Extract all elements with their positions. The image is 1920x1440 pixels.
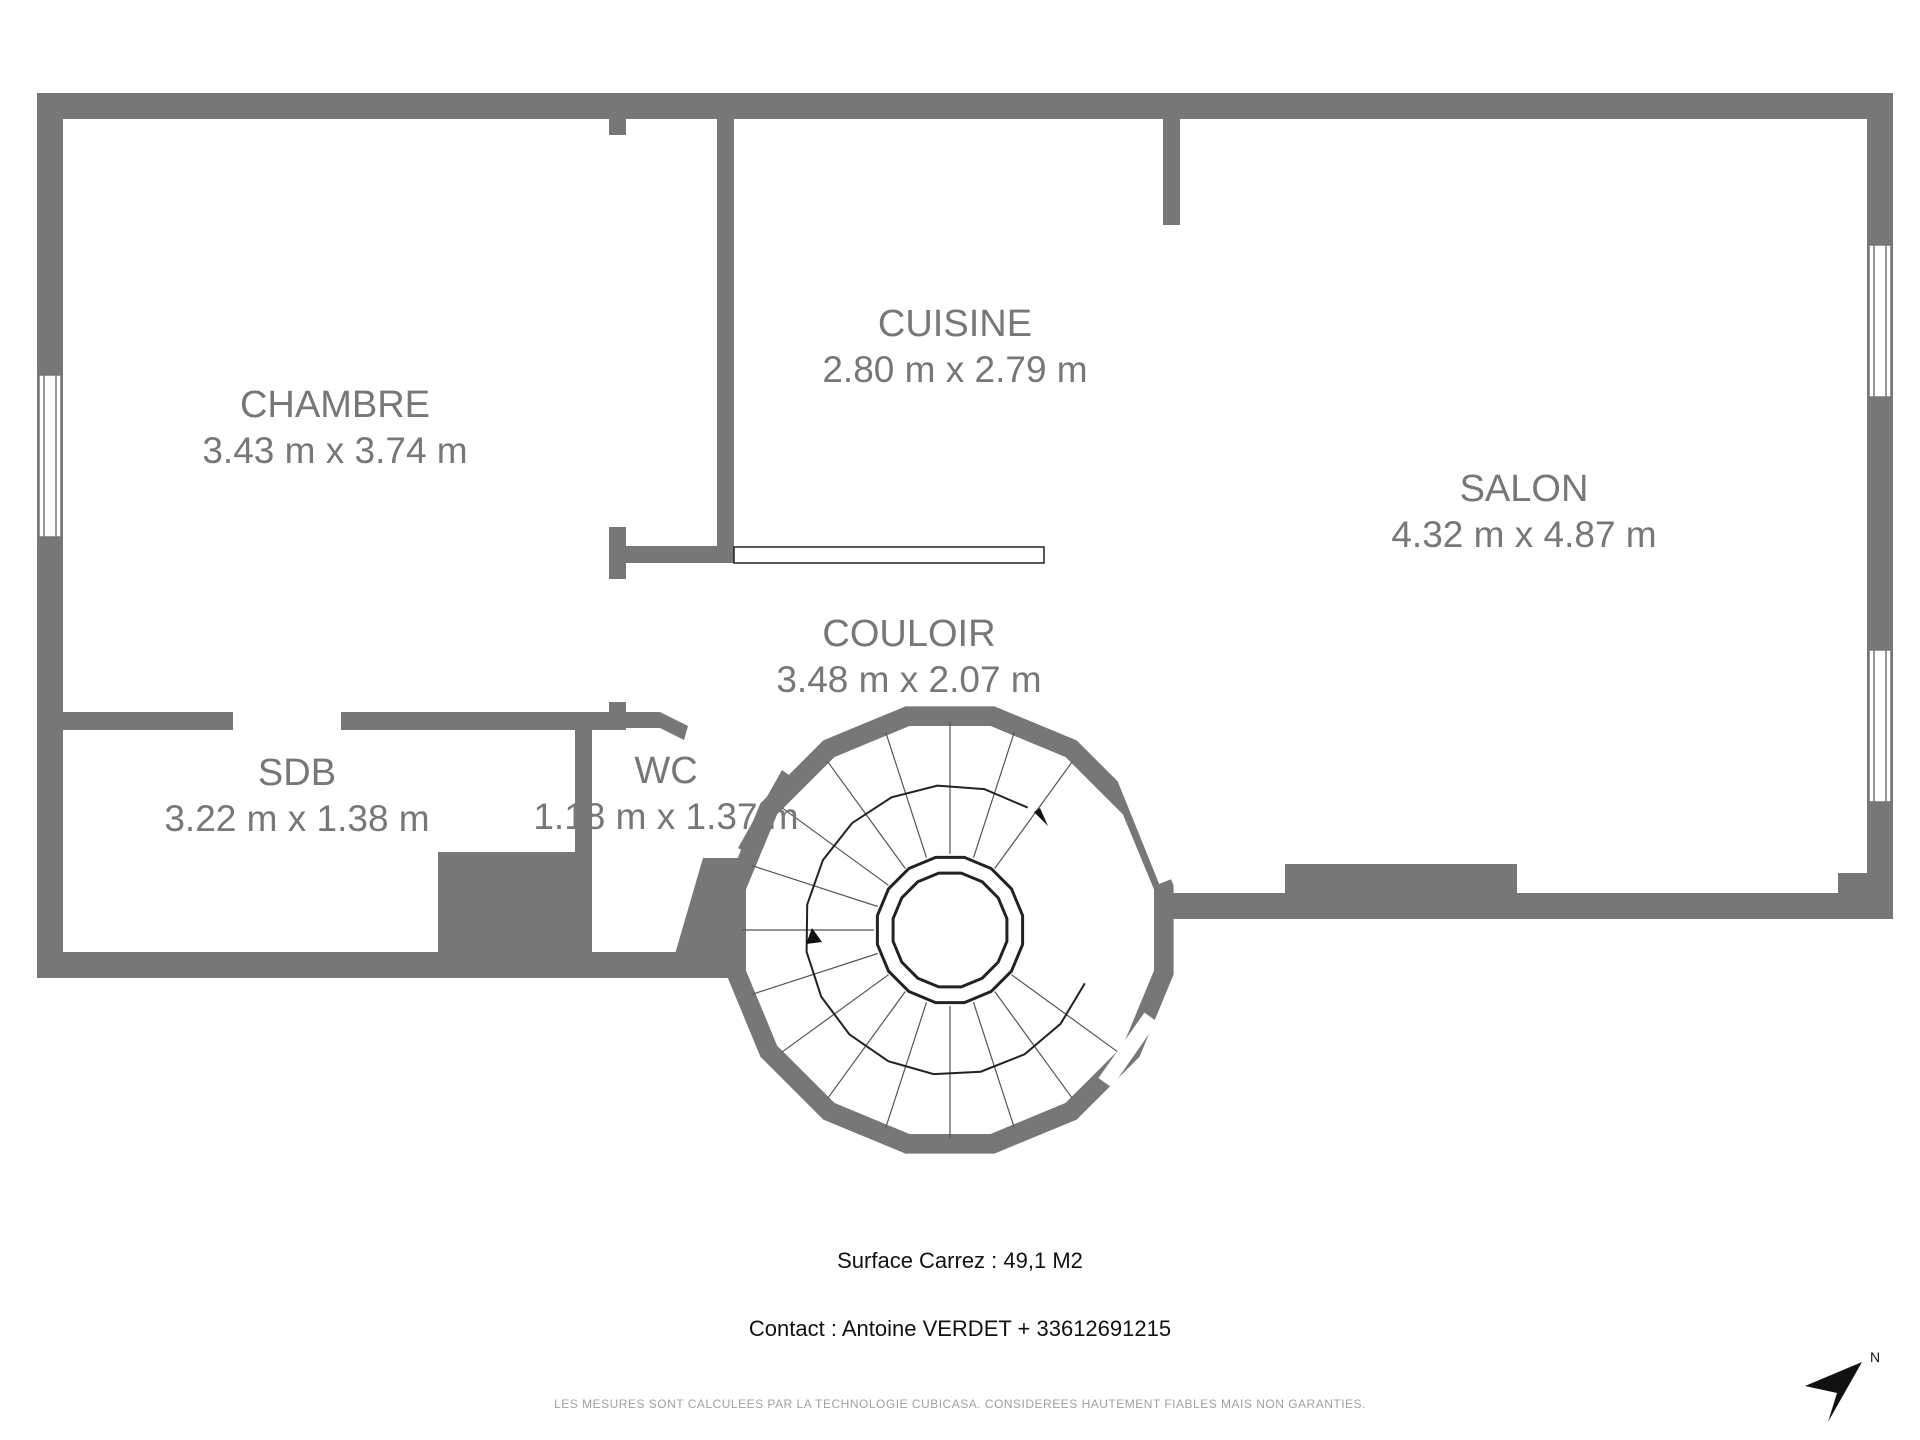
- wall-chambre-east: [609, 119, 626, 135]
- salon-block: [1285, 864, 1517, 893]
- wall-cuisine-west: [717, 119, 734, 559]
- stair-arrow-up-icon: [1034, 808, 1048, 826]
- room-name-chambre: CHAMBRE: [240, 384, 430, 426]
- stair-newel-ring-outer: [875, 855, 1025, 1005]
- spiral-staircase: [726, 706, 1175, 1154]
- room-dims-couloir: 3.48 m x 2.07 m: [776, 659, 1041, 700]
- stair-tread: [781, 974, 889, 1053]
- room-labels: CHAMBRE 3.43 m x 3.74 m CUISINE 2.80 m x…: [164, 303, 1656, 839]
- windows: [38, 244, 1892, 803]
- room-dims-chambre: 3.43 m x 3.74 m: [202, 430, 467, 471]
- wall-wc-south: [575, 952, 595, 978]
- contact-line: Contact : Antoine VERDET + 33612691215: [748, 1316, 1172, 1341]
- stair-tread: [885, 1002, 928, 1128]
- stair-tread: [781, 807, 889, 886]
- room-dims-salon: 4.32 m x 4.87 m: [1391, 514, 1656, 555]
- wall-bottom-left: [37, 952, 735, 978]
- wall-bottom-right: [1160, 893, 1893, 919]
- north-arrow-icon: [1805, 1362, 1862, 1422]
- room-name-salon: SALON: [1460, 468, 1589, 510]
- wall-cuisine-salon: [1163, 119, 1180, 225]
- room-name-cuisine: CUISINE: [878, 303, 1032, 345]
- room-dims-cuisine: 2.80 m x 2.79 m: [822, 349, 1087, 390]
- walls: [37, 93, 1893, 978]
- stair-tread: [972, 732, 1015, 858]
- room-name-wc: WC: [634, 750, 697, 792]
- stair-tread: [827, 761, 906, 869]
- room-dims-wc: 1.18 m x 1.37 m: [533, 796, 798, 837]
- stair-treads: [742, 722, 1119, 1138]
- stair-walkline: [805, 784, 1086, 1076]
- stair-arrow-down-icon: [806, 928, 822, 944]
- stair-opening-salon-low: [1098, 1012, 1158, 1088]
- stair-tread: [885, 732, 928, 858]
- stair-opening-salon: [1117, 776, 1175, 884]
- disclaimer: LES MESURES SONT CALCULEES PAR LA TECHNO…: [554, 1397, 1366, 1411]
- wall-chambre-south-b: [341, 712, 626, 730]
- compass-north-label: N: [1870, 1349, 1880, 1365]
- wall-closet-bottom: [609, 546, 734, 563]
- wall-wc-diagonal: [626, 712, 688, 740]
- stair-tread: [972, 1002, 1015, 1128]
- stair-tread: [994, 991, 1073, 1099]
- window-chambre: [38, 374, 62, 538]
- stair-tread: [752, 865, 878, 908]
- surface-carrez: Surface Carrez : 49,1 M2: [837, 1248, 1083, 1273]
- window-salon-top: [1868, 244, 1892, 398]
- salon-corner-block: [1838, 873, 1867, 893]
- stair-tread: [1011, 974, 1119, 1053]
- stair-tread: [994, 761, 1073, 869]
- room-dims-sdb: 3.22 m x 1.38 m: [164, 798, 429, 839]
- window-salon-bottom: [1868, 649, 1892, 803]
- wall-chambre-south-a: [63, 712, 233, 730]
- stair-tread: [752, 952, 878, 995]
- room-name-couloir: COULOIR: [822, 613, 995, 655]
- room-name-sdb: SDB: [258, 752, 336, 794]
- stair-tread: [827, 991, 906, 1099]
- stair-newel-ring-inner: [891, 871, 1009, 989]
- compass: N: [1805, 1349, 1880, 1422]
- wall-sdb-wc: [575, 730, 592, 952]
- wall-top: [37, 93, 1893, 119]
- sdb-block: [438, 852, 575, 952]
- kitchen-counter: [733, 546, 1045, 564]
